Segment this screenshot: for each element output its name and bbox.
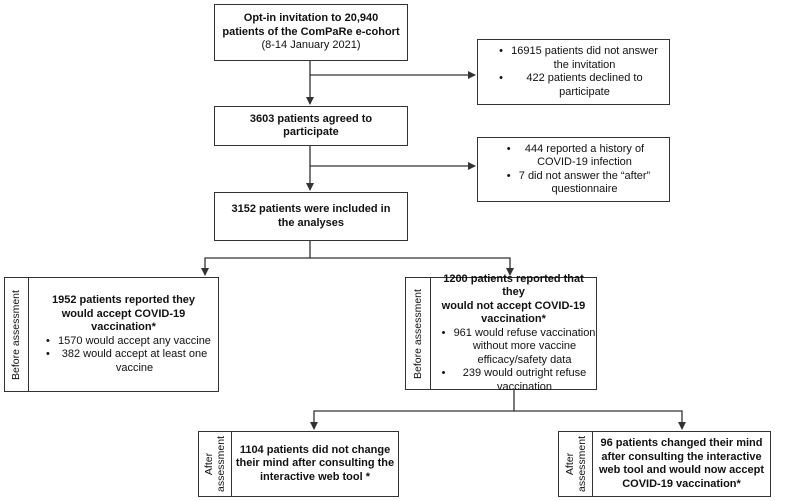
after-label-line: assessment (215, 435, 227, 493)
changed-line-4: COVID-19 vaccination* (622, 477, 741, 490)
changed-line-3: web tool and would now accept (598, 464, 764, 476)
invitation-line-2: patients of the ComPaRe e-cohort (222, 25, 400, 38)
before-assessment-text-left: Before assessment (10, 290, 22, 380)
no-change-box: 1104 patients did not change their mind … (231, 431, 399, 497)
changed-line-2: after consulting the interactive (601, 450, 762, 463)
not-accept-line-2: would not accept COVID-19 (441, 299, 586, 312)
bullet-line: the invitation (553, 58, 616, 71)
bullet-line: 16915 patients did not answer (511, 45, 658, 57)
after-label-line: assessment (576, 435, 588, 493)
agreed-line-1: 3603 patients agreed to (249, 112, 373, 125)
bullet-line: vaccination (496, 380, 553, 393)
invitation-line-1: Opt-in invitation to 20,940 (243, 12, 379, 25)
after-assessment-label-left: After assessment (198, 431, 231, 497)
accept-line-3: vaccination* (91, 321, 156, 333)
bullet-line: 961 would refuse vaccination (453, 326, 596, 339)
changed-line-1: 96 patients changed their mind (600, 437, 763, 449)
bullet-line: participate (559, 85, 610, 98)
before-assessment-text-right: Before assessment (412, 289, 424, 379)
connector-included-split (201, 241, 311, 276)
bullet-line: 444 reported a history of (524, 142, 645, 155)
invitation-dates: (8-14 January 2021) (261, 39, 361, 52)
bullet-line: 422 patients declined to (526, 72, 643, 84)
after-assessment-text-right: After assessment (564, 432, 588, 496)
bullet-line: vaccine (115, 361, 154, 374)
invitation-box: Opt-in invitation to 20,940 patients of … (214, 4, 408, 61)
not-accept-box: 1200 patients reported that they would n… (430, 273, 597, 393)
after-label-line: After (564, 452, 576, 476)
bullet-line: without more vaccine (472, 340, 577, 353)
before-assessment-label-right: Before assessment (405, 277, 430, 390)
agreed-box: 3603 patients agreed to participate (214, 106, 408, 146)
changed-box: 96 patients changed their mind after con… (592, 431, 771, 497)
connector-included-split-right (310, 257, 514, 276)
accept-line-2: would accept COVID-19 (61, 307, 186, 320)
bullet-line: efficacy/safety data (477, 353, 572, 366)
no-change-line-1: 1104 patients did not change (239, 443, 391, 456)
excluded-agreed-item: 7 did not answer the “after”questionnair… (497, 170, 650, 197)
bullet-line: 382 would accept at least one (61, 348, 208, 360)
accept-line-1: 1952 patients reported they (51, 294, 196, 306)
included-line-1: 3152 patients were included in (231, 203, 391, 215)
not-accept-line-3: vaccination* (481, 313, 546, 326)
bullet-line: 1570 would accept any vaccine (58, 334, 211, 347)
accept-box: 1952 patients reported they would accept… (28, 277, 219, 392)
connector-not-accept-split-right (514, 410, 686, 430)
no-change-line-3: interactive web tool * (259, 470, 371, 483)
after-assessment-text-left: After assessment (203, 432, 227, 496)
bullet-line: COVID-19 infection (537, 156, 632, 168)
before-assessment-label-left: Before assessment (4, 277, 28, 392)
included-box: 3152 patients were included in the analy… (214, 192, 408, 241)
bullet-line: 239 would outright refuse (462, 367, 587, 380)
connector-not-accept-split (310, 390, 515, 430)
bullet-line: 7 did not answer the “after” (518, 169, 651, 182)
after-label-line: After (203, 452, 215, 476)
accept-item: 1570 would accept any vaccine (36, 335, 211, 349)
agreed-line-2: participate (283, 126, 339, 138)
after-assessment-label-right: After assessment (558, 431, 592, 497)
included-line-2: the analyses (277, 216, 345, 229)
bullet-line: questionnaire (551, 183, 618, 195)
no-change-line-2: their mind after consulting the (235, 457, 395, 470)
not-accept-line-1: 1200 patients reported that they (443, 272, 584, 299)
